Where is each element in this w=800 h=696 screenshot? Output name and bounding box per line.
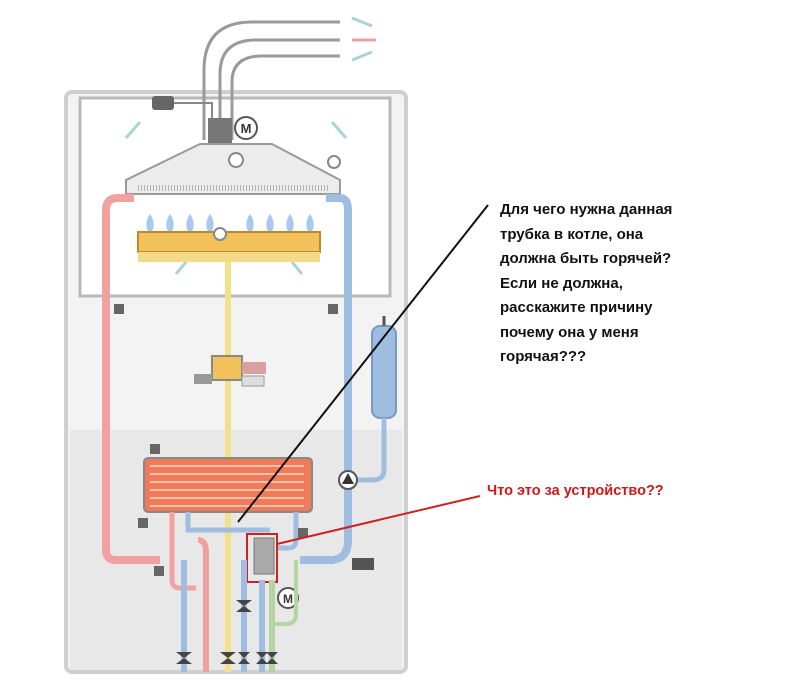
- fan-motor-icon: [234, 116, 258, 140]
- dhw-hot-pipe: [169, 512, 196, 591]
- exhaust-arrows-icon: [351, 16, 376, 62]
- pressure-gauge-icon: [352, 558, 374, 570]
- burner-base: [138, 252, 320, 262]
- question-line: должна быть горячей?: [500, 250, 672, 267]
- fan-motor-label: M: [241, 121, 252, 136]
- flue-pipe: [202, 20, 340, 140]
- shutoff-valve-icon: [176, 600, 278, 664]
- dhw-cold-pipe: [185, 512, 270, 533]
- burner-flames: [146, 214, 314, 232]
- sensor-icon: [114, 304, 338, 576]
- question-line: горячая???: [500, 348, 587, 365]
- fan-body: [208, 118, 232, 144]
- three-way-valve: [253, 537, 275, 575]
- pointer-line-main: [237, 204, 489, 523]
- hot-pipe: [102, 194, 160, 564]
- question-line: трубка в котле, она: [500, 225, 644, 243]
- gas-valve: [194, 355, 266, 387]
- pointer-line-device: [276, 495, 481, 545]
- exchanger-plates: [150, 465, 304, 507]
- ignition-electrode-icon: [213, 227, 227, 241]
- return-pipe: [300, 194, 352, 564]
- question-main: Для чего нужна данная трубка в котле, он…: [500, 198, 710, 370]
- question-device: Что это за устройство??: [487, 483, 664, 499]
- burner: [137, 231, 321, 253]
- hood-hole-icon: [228, 152, 244, 168]
- question-line: Для чего нужна данная: [500, 201, 673, 218]
- pressure-switch-icon: [152, 96, 174, 110]
- question-line: Если не должна,: [500, 274, 623, 292]
- question-line: расскажите причину: [500, 299, 653, 316]
- air-arrow-icon: [124, 121, 348, 275]
- expansion-vessel: [371, 325, 397, 419]
- question-line: почему она у меня: [500, 323, 639, 341]
- hood-hole-icon: [327, 155, 341, 169]
- pump-motor-label: M: [283, 592, 293, 606]
